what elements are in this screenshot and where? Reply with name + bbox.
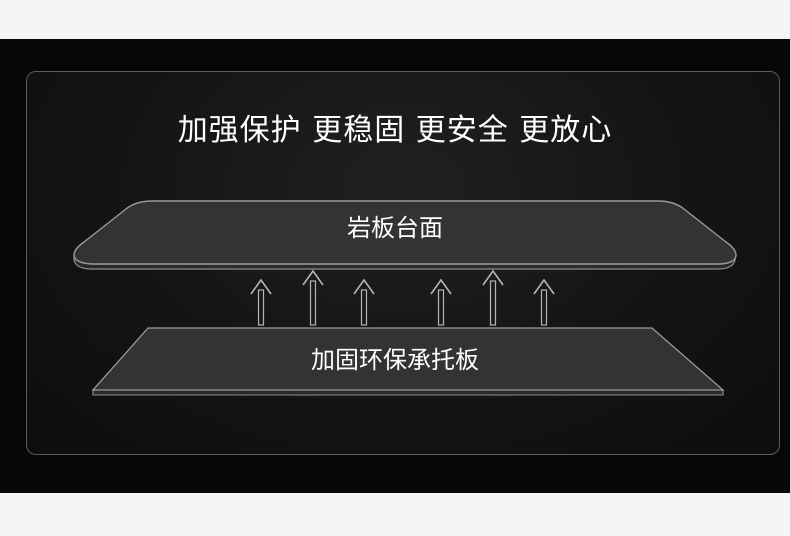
up-arrow bbox=[482, 269, 504, 326]
layer-diagram bbox=[73, 200, 737, 396]
support-board bbox=[91, 327, 725, 396]
up-arrow bbox=[250, 278, 272, 326]
up-arrow bbox=[533, 278, 555, 326]
headline: 加强保护 更稳固 更安全 更放心 bbox=[177, 113, 613, 148]
countertop-slab bbox=[73, 200, 737, 270]
up-arrow bbox=[353, 278, 375, 326]
up-arrow bbox=[430, 278, 452, 326]
arrow-group bbox=[250, 269, 555, 326]
product-banner: 加强保护 更稳固 更安全 更放心 岩板台面 加固环保承托板 bbox=[0, 39, 790, 493]
countertop-label: 岩板台面 bbox=[347, 214, 443, 242]
support-board-label: 加固环保承托板 bbox=[311, 346, 479, 374]
up-arrow bbox=[302, 269, 324, 326]
